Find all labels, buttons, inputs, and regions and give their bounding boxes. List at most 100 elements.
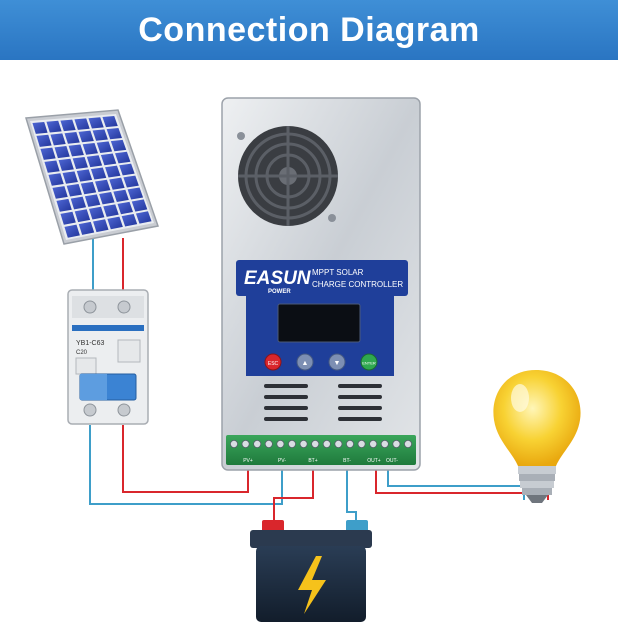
solar-cell [113,189,129,202]
solar-cell [68,144,84,157]
solar-cell [135,211,152,224]
solar-cell [60,119,76,132]
terminal-screw [229,439,238,448]
solar-cell [46,120,62,133]
enter-button[interactable] [360,353,378,371]
solar-cell [32,121,48,134]
vent-slots [264,384,382,421]
svg-text:▼: ▼ [334,360,341,367]
solar-cell [117,201,134,215]
light-bulb-icon [493,370,581,503]
solar-cell [66,183,82,197]
solar-cell [82,142,98,155]
terminal-bt-minus: BT- [343,458,351,464]
lcd-screen [277,303,361,343]
down-button[interactable] [328,353,346,371]
up-button[interactable] [296,353,314,371]
solar-cell [48,173,64,186]
solar-cell [50,133,66,146]
brand-sub: POWER [268,289,291,295]
solar-cell [78,130,94,143]
solar-cell [110,139,127,152]
product-line-2: CHARGE CONTROLLER [312,280,403,289]
solar-cell [96,141,113,153]
terminal-out-plus: OUT+ [367,458,381,464]
solar-cell [106,127,122,140]
solar-cell [102,116,118,128]
solar-cell [109,177,125,190]
terminal-screw [322,439,331,448]
page-title: Connection Diagram [138,10,480,49]
terminal-block [226,435,416,465]
control-buttons: ESC ▲ ▼ ENTER [264,353,378,371]
solar-cell [131,199,148,212]
solar-cell [78,221,95,235]
breaker-model: YB1-C63 [76,340,105,347]
terminal-screw [345,439,354,448]
solar-cell [127,187,144,200]
svg-text:ESC: ESC [268,361,279,367]
solar-cell [70,196,87,210]
terminal-screw [357,439,366,448]
breaker-rating: C20 [76,350,88,356]
solar-cell [58,158,74,171]
charge-controller-icon: EASUN POWER MPPT SOLAR CHARGE CONTROLLER… [221,97,421,471]
circuit-breaker-icon: YB1-C63 C20 [67,289,149,425]
solar-cell [88,206,105,220]
solar-cell [74,118,90,130]
solar-cell [99,192,115,205]
terminal-bt-plus: BT+ [308,458,317,464]
terminal-screw [253,439,262,448]
terminal-screw [264,439,273,448]
fan-icon [237,126,338,226]
terminal-screw [311,439,320,448]
solar-cell [100,153,117,166]
solar-cell [119,163,135,176]
title-banner: Connection Diagram [0,0,618,60]
brand-name: EASUN [244,268,312,289]
terminal-screw [380,439,389,448]
terminal-screw [334,439,343,448]
terminal-screw [241,439,250,448]
solar-cell [123,175,139,188]
terminal-out-minus: OUT- [386,458,398,464]
solar-cell [44,160,60,173]
solar-cell [56,198,72,212]
solar-cell [76,169,93,182]
solar-cell [40,147,56,160]
solar-cell [52,186,68,199]
terminal-screw [299,439,308,448]
solar-cell [54,146,70,159]
solar-cell [103,204,119,217]
lightning-icon [298,556,326,614]
terminal-pv-minus: PV- [278,458,286,464]
solar-cell [64,224,80,238]
solar-cell [93,219,109,233]
esc-button[interactable] [264,353,282,371]
svg-text:▲: ▲ [302,360,309,367]
solar-cell [80,181,97,195]
solar-panel-icon [25,109,159,245]
solar-cell [90,167,107,180]
solar-cell [84,194,101,207]
terminal-screw [276,439,285,448]
product-line-1: MPPT SOLAR [312,268,364,277]
terminal-screw [403,439,412,448]
solar-cell [60,211,76,225]
solar-cell [64,132,80,144]
solar-cell [107,216,123,230]
svg-text:ENTER: ENTER [362,361,376,366]
solar-cell [88,117,104,129]
solar-cell [62,171,78,184]
solar-cell [121,213,138,227]
solar-cell [36,134,52,147]
solar-cell [105,165,121,178]
terminal-screw [287,439,296,448]
solar-cell [92,129,108,141]
solar-cell [95,179,111,192]
solar-cell [74,209,91,223]
solar-cell [86,155,103,168]
terminal-screw [392,439,401,448]
battery-icon [250,520,372,622]
